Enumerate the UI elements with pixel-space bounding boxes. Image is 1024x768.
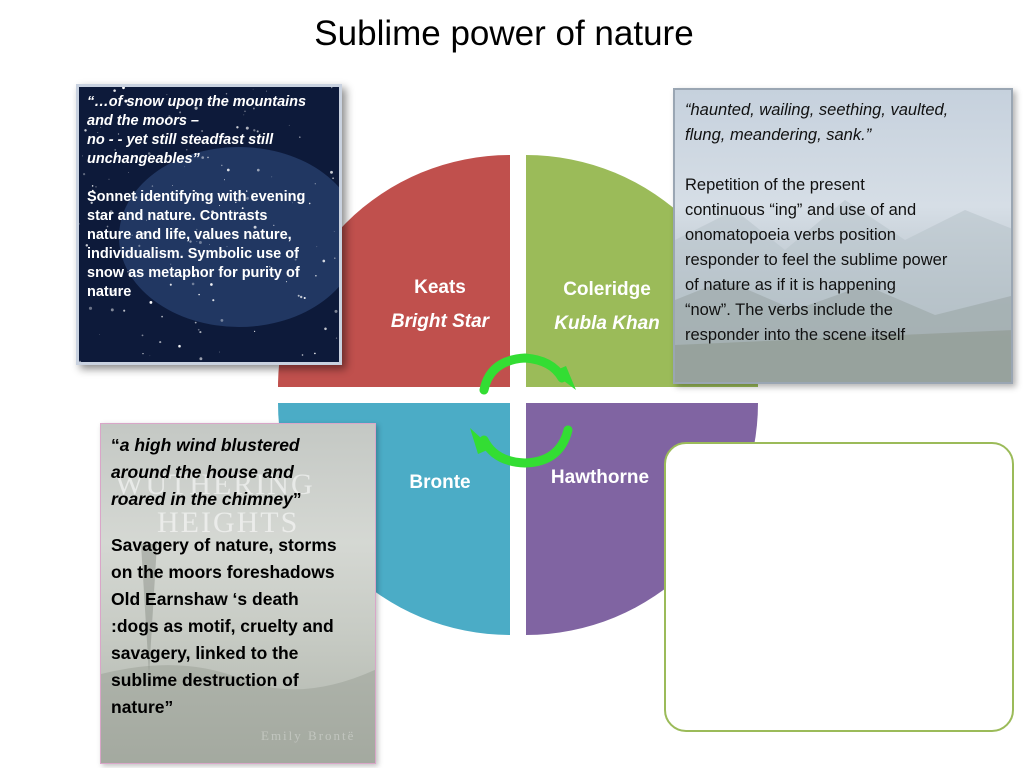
keats-name: Keats [414, 277, 466, 298]
coleridge-note-box: “haunted, wailing, seething, vaulted, fl… [673, 88, 1013, 384]
cycle-arrow-arc [479, 425, 573, 468]
quadrant-hawthorne-label: Hawthorne [530, 467, 670, 489]
bronte-quote-line: roared in the chimney [111, 489, 293, 509]
cycle-arrow-head [470, 428, 492, 454]
coleridge-desc-line: Repetition of the present [685, 176, 865, 194]
coleridge-desc-line: continuous “ing” and use of and [685, 201, 917, 219]
cycle-arrow-arc [479, 353, 567, 395]
cycle-arrow-head [552, 366, 576, 390]
bronte-desc-line: sublime destruction of [111, 670, 299, 690]
starfield-image [79, 87, 339, 362]
cycle-arrows-icon [470, 353, 576, 468]
quadrant-keats-label: Keats Bright Star [370, 277, 510, 333]
keats-desc-line: nature and life, values nature, [87, 227, 292, 243]
coleridge-work: Kubla Khan [554, 313, 660, 334]
keats-desc-line: individualism. Symbolic use of [87, 246, 299, 262]
keats-quote-line: and the moors – [87, 113, 199, 129]
keats-quote-line: “…of snow upon the mountains [87, 94, 307, 110]
book-cover-title: HEIGHTS [157, 506, 300, 539]
coleridge-desc-line: onomatopoeia verbs position [685, 226, 896, 244]
coleridge-name: Coleridge [563, 279, 651, 300]
bronte-desc-line: savagery, linked to the [111, 643, 299, 663]
coleridge-desc-line: responder to feel the sublime power [685, 251, 948, 269]
keats-desc-line: Sonnet identifying with evening [87, 189, 306, 205]
bronte-desc-line: Savagery of nature, storms [111, 535, 337, 555]
coleridge-desc-line: “now”. The verbs include the [685, 301, 893, 319]
mountain-image [675, 200, 1011, 382]
keats-desc-line: nature [87, 284, 132, 300]
hawthorne-name: Hawthorne [550, 467, 650, 488]
bronte-desc-line: nature” [111, 697, 174, 717]
coleridge-quote-line: “haunted, wailing, seething, vaulted, [685, 101, 949, 119]
bronte-quote-close: ” [292, 489, 302, 509]
quadrant-coleridge-label: Coleridge Kubla Khan [537, 279, 677, 335]
bronte-quote-line: around the house and [111, 462, 294, 482]
bronte-desc-line: :dogs as motif, cruelty and [111, 616, 334, 636]
coleridge-desc-line: responder into the scene itself [685, 326, 906, 344]
keats-work: Bright Star [390, 311, 490, 332]
bronte-note-box: WUTHERING HEIGHTS Emily Brontë “a high w… [100, 423, 376, 764]
moor-tree-image [101, 544, 375, 763]
bronte-name: Bronte [409, 472, 471, 493]
coleridge-quote-line: flung, meandering, sank.” [685, 126, 872, 144]
keats-note-box: “…of snow upon the mountains and the moo… [76, 84, 342, 365]
quadrant-bronte-label: Bronte [380, 472, 500, 494]
bronte-desc-line: on the moors foreshadows [111, 562, 335, 582]
keats-quote-line: no - - yet still steadfast still [87, 132, 274, 148]
book-cover-title: WUTHERING [115, 468, 315, 501]
coleridge-desc-line: of nature as if it is happening [685, 276, 896, 294]
keats-desc-line: snow as metaphor for purity of [87, 265, 300, 281]
bronte-quote-line: a high wind blustered [119, 435, 300, 455]
keats-quote-line: unchangeables” [87, 151, 200, 167]
slide-title: Sublime power of nature [314, 14, 694, 53]
bronte-quote-open: “ [111, 435, 120, 455]
bronte-desc-line: Old Earnshaw ‘s death [111, 589, 299, 609]
hawthorne-note-box [664, 442, 1014, 732]
keats-desc-line: star and nature. Contrasts [87, 208, 268, 224]
